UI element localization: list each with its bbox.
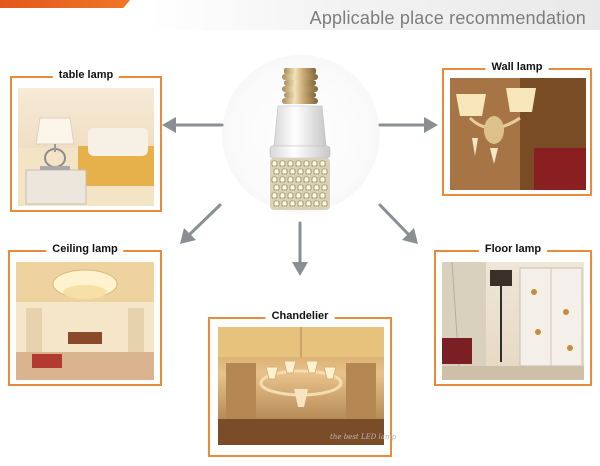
led-chip <box>305 168 312 175</box>
header-bar: Applicable place recommendation <box>0 0 600 34</box>
led-chip <box>295 160 302 167</box>
place-label: table lamp <box>52 69 120 81</box>
led-chip <box>305 184 312 191</box>
place-card-table-lamp: table lamp <box>10 69 162 212</box>
led-chip <box>287 192 294 199</box>
floor-lamp-photo <box>442 262 584 380</box>
place-card-wall-lamp: Wall lamp <box>442 61 592 196</box>
led-chip <box>289 200 296 207</box>
led-chip <box>273 184 280 191</box>
led-chip <box>319 192 326 199</box>
led-chip <box>311 192 318 199</box>
led-chip <box>311 176 318 183</box>
led-chip <box>313 184 320 191</box>
led-chip <box>271 160 278 167</box>
place-label: Chandelier <box>265 310 335 322</box>
led-chip <box>281 200 288 207</box>
table-lamp-photo <box>18 88 154 206</box>
led-chip <box>313 168 320 175</box>
led-chip <box>273 200 280 207</box>
led-chip <box>303 192 310 199</box>
led-chip <box>313 200 320 207</box>
place-card-chandelier: Chandelier the best LED lamp <box>208 310 396 457</box>
led-chip <box>321 200 328 207</box>
led-chip <box>305 200 312 207</box>
led-chip <box>297 184 304 191</box>
led-chip <box>297 200 304 207</box>
led-chip <box>303 160 310 167</box>
place-label: Floor lamp <box>478 243 548 255</box>
led-chip <box>319 176 326 183</box>
watermark-text: the best LED lamp <box>330 433 397 441</box>
header-title-band <box>150 0 600 30</box>
led-chip <box>273 168 280 175</box>
led-chip <box>297 168 304 175</box>
led-chip <box>281 184 288 191</box>
place-card-ceiling-lamp: Ceiling lamp <box>8 243 162 386</box>
led-chip <box>289 184 296 191</box>
led-chip <box>319 160 326 167</box>
chandelier-photo <box>218 327 384 445</box>
led-chip <box>303 176 310 183</box>
led-chip <box>295 192 302 199</box>
wall-lamp-photo <box>450 78 586 190</box>
place-card-floor-lamp: Floor lamp <box>434 243 592 386</box>
page-title: Applicable place recommendation <box>309 8 586 28</box>
led-chip <box>271 176 278 183</box>
led-chip <box>287 176 294 183</box>
corn-bulb-image <box>269 68 331 210</box>
ceiling-lamp-photo <box>16 262 154 380</box>
led-chip <box>279 160 286 167</box>
led-chip <box>311 160 318 167</box>
place-label: Wall lamp <box>485 61 549 73</box>
header-accent-stripe <box>0 0 150 8</box>
led-chip <box>281 168 288 175</box>
led-chip <box>295 176 302 183</box>
led-chip <box>287 160 294 167</box>
led-chip <box>279 192 286 199</box>
led-chip <box>279 176 286 183</box>
led-chip <box>289 168 296 175</box>
led-chip <box>321 184 328 191</box>
led-chip <box>271 192 278 199</box>
place-label: Ceiling lamp <box>46 243 124 255</box>
led-chip <box>321 168 328 175</box>
